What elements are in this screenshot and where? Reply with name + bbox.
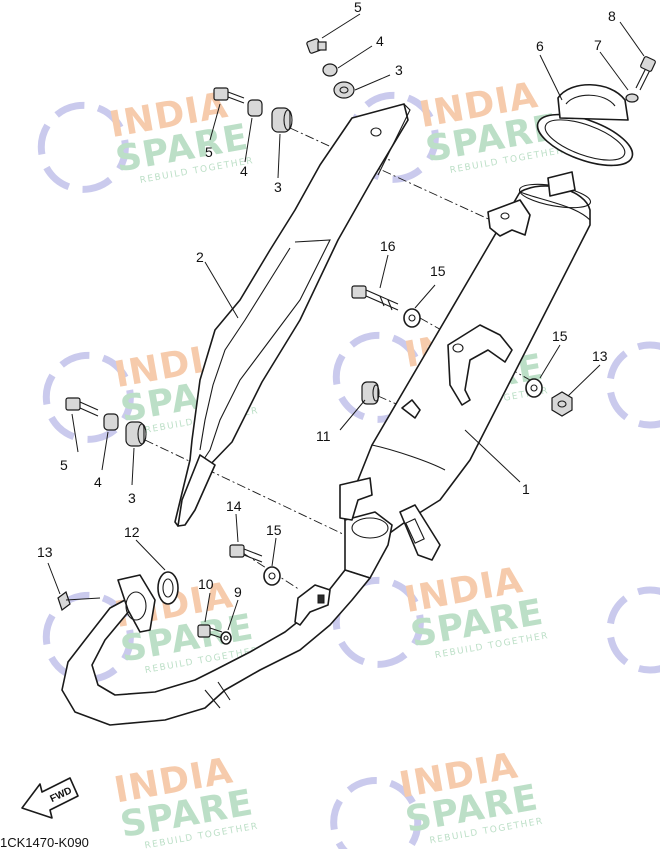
callout-3: 3 — [128, 490, 136, 506]
bolt-5-left — [65, 397, 99, 417]
callout-16: 16 — [380, 238, 396, 254]
collar-4-left — [103, 413, 119, 431]
bolt-16 — [351, 285, 399, 311]
diagram-code: 1CK1470-K090 — [0, 835, 89, 849]
leader-lines — [47, 13, 645, 631]
forward-arrow: FWD — [21, 777, 79, 819]
callout-5: 5 — [354, 0, 362, 15]
watermark-icon — [606, 586, 660, 674]
callout-13: 13 — [592, 348, 608, 364]
heat-shield — [174, 103, 411, 527]
watermark-logo: INDIA SPARE REBUILD TOGETHER — [330, 745, 545, 854]
callout-12: 12 — [124, 524, 140, 540]
callout-2: 2 — [196, 249, 204, 265]
washer-9 — [220, 631, 232, 645]
callout-5: 5 — [205, 144, 213, 160]
grommet-3-left — [125, 421, 147, 447]
exhaust-pipe — [61, 477, 373, 726]
callout-3: 3 — [395, 62, 403, 78]
fasteners — [57, 38, 656, 645]
callout-15: 15 — [552, 328, 568, 344]
nut-13-left — [57, 591, 101, 611]
callout-9: 9 — [234, 584, 242, 600]
bolt-5-upper — [213, 87, 245, 104]
callout-labels: 5 4 3 5 4 3 6 7 8 2 16 15 15 13 11 1 5 4… — [37, 0, 616, 600]
washer-15-upper — [403, 308, 421, 328]
bolt-5-top — [306, 38, 327, 54]
callout-4: 4 — [94, 474, 102, 490]
callout-15: 15 — [430, 263, 446, 279]
callout-8: 8 — [608, 8, 616, 24]
callout-1: 1 — [522, 481, 530, 497]
callout-15: 15 — [266, 522, 282, 538]
nut-13-right — [551, 391, 573, 417]
watermark-icon — [606, 341, 660, 429]
grommet-11 — [361, 381, 380, 405]
callout-6: 6 — [536, 38, 544, 54]
bolt-14 — [229, 544, 263, 563]
muffler-end-cap — [536, 83, 634, 167]
callout-14: 14 — [226, 498, 242, 514]
callout-4: 4 — [240, 163, 248, 179]
muffler-body — [344, 171, 592, 579]
gasket — [157, 571, 179, 605]
callout-3: 3 — [274, 179, 282, 195]
collar-4-upper — [247, 99, 263, 117]
watermark-logo: INDIA SPARE REBUILD TOGETHER — [111, 750, 259, 851]
callout-5: 5 — [60, 457, 68, 473]
grommet-3-top — [333, 81, 355, 99]
bolt-8 — [635, 56, 656, 91]
callout-7: 7 — [594, 37, 602, 53]
grommet-3-upper — [271, 107, 293, 133]
washer-15-right — [525, 378, 543, 398]
callout-10: 10 — [198, 576, 214, 592]
washer-7 — [625, 93, 639, 103]
collar-4-top — [322, 63, 338, 77]
bolt-10 — [197, 624, 223, 639]
washer-15-lower — [263, 566, 281, 586]
callout-4: 4 — [376, 33, 384, 49]
callout-11: 11 — [316, 428, 331, 444]
callout-13: 13 — [37, 544, 53, 560]
